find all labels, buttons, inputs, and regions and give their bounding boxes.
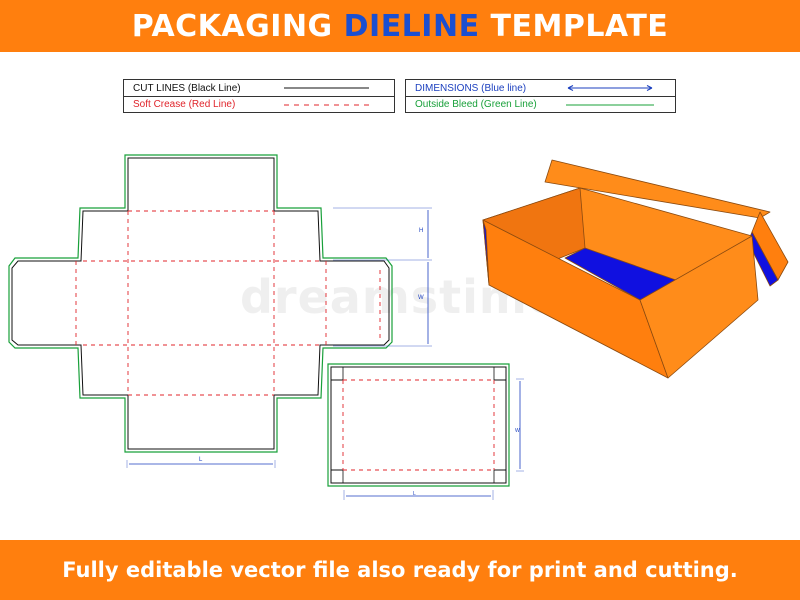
lid-dim-length-label: L bbox=[413, 491, 416, 497]
dim-height-label: H bbox=[419, 228, 423, 234]
legend-cut-sample bbox=[284, 87, 369, 89]
title-part2: TEMPLATE bbox=[490, 8, 669, 44]
legend-crease-label: Soft Crease (Red Line) bbox=[133, 99, 236, 110]
legend-row-cut: CUT LINES (Black Line) bbox=[124, 80, 394, 96]
legend-row-bleed: Outside Bleed (Green Line) bbox=[406, 96, 675, 112]
footer-banner: Fully editable vector file also ready fo… bbox=[0, 540, 800, 600]
legend-dimensions-label: DIMENSIONS (Blue line) bbox=[415, 82, 527, 94]
footer-text: Fully editable vector file also ready fo… bbox=[62, 558, 738, 582]
lid-bleed-outline bbox=[327, 363, 510, 487]
dim-width-label: W bbox=[418, 295, 424, 301]
base-cut-outline bbox=[11, 157, 390, 450]
lid-flaps bbox=[342, 367, 495, 483]
lid-dim-width-label: W bbox=[515, 428, 520, 434]
legend-bleed-sample bbox=[566, 104, 654, 106]
box-blue-edge bbox=[482, 219, 490, 286]
title-part1: PACKAGING bbox=[131, 8, 333, 44]
legend-box-lines: CUT LINES (Black Line) Soft Crease (Red … bbox=[123, 79, 395, 113]
legend-crease-sample bbox=[284, 104, 369, 106]
lid-cut-outline bbox=[330, 366, 507, 484]
lid-crease-lines bbox=[342, 379, 495, 471]
base-dieline: H W L bbox=[8, 154, 432, 468]
lid-dimension-lines bbox=[343, 378, 524, 500]
box-right-face bbox=[639, 235, 759, 379]
base-crease-lines bbox=[75, 210, 381, 396]
legend-cut-label: CUT LINES (Black Line) bbox=[133, 82, 241, 94]
lid-dieline: W L bbox=[327, 363, 524, 500]
base-bleed-outline bbox=[8, 154, 393, 453]
box-3d-illustration bbox=[482, 159, 789, 379]
header-banner: PACKAGING DIELINE TEMPLATE bbox=[0, 0, 800, 52]
base-dimension-lines bbox=[126, 207, 432, 468]
legend-dimensions-sample bbox=[567, 85, 653, 91]
legend-row-crease: Soft Crease (Red Line) bbox=[124, 96, 394, 112]
page-title: PACKAGING DIELINE TEMPLATE bbox=[132, 9, 669, 44]
legend-row-dimensions: DIMENSIONS (Blue line) bbox=[406, 80, 675, 96]
title-highlight: DIELINE bbox=[343, 8, 480, 44]
legend-bleed-label: Outside Bleed (Green Line) bbox=[415, 99, 537, 110]
legend-box-guides: DIMENSIONS (Blue line) Outside Bleed (Gr… bbox=[405, 79, 676, 113]
dim-length-label: L bbox=[199, 457, 203, 463]
